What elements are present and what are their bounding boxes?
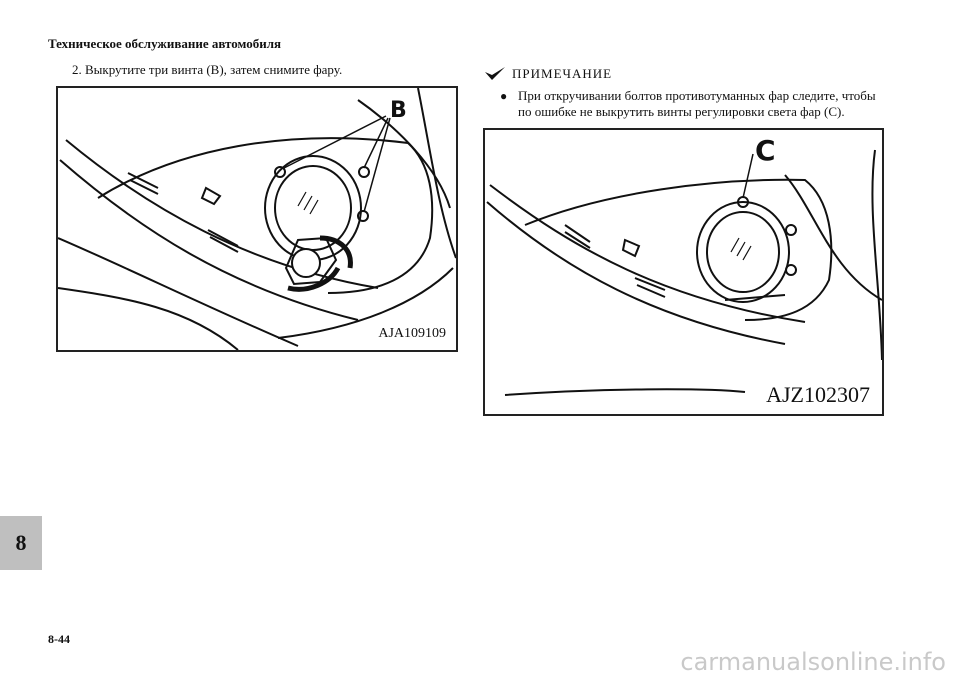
section-header: Техническое обслуживание автомобиля	[48, 36, 282, 51]
note-text: При откручивании болтов противотуманных …	[518, 88, 876, 119]
step-2-text: 2. Выкрутите три винта (B), затем снимит…	[72, 62, 343, 77]
figure-headlight-removal: B AJA109109	[56, 86, 458, 352]
page-number: 8-44	[48, 632, 70, 646]
note-list-item: ● При откручивании болтов противотуманны…	[500, 88, 880, 120]
chapter-tab: 8	[0, 516, 42, 570]
figure-code: AJZ102307	[766, 382, 870, 407]
figure-code: AJA109109	[378, 326, 446, 341]
watermark[interactable]: carmanualsonline.info	[680, 648, 946, 676]
note-title: ПРИМЕЧАНИЕ	[512, 66, 613, 81]
callout-c: C	[755, 134, 776, 167]
figure-fog-light: C AJZ102307	[483, 128, 884, 416]
note-header: ПРИМЕЧАНИЕ	[484, 66, 612, 82]
bullet-icon: ●	[500, 89, 508, 103]
callout-b: B	[390, 98, 407, 123]
note-check-icon	[485, 67, 505, 80]
